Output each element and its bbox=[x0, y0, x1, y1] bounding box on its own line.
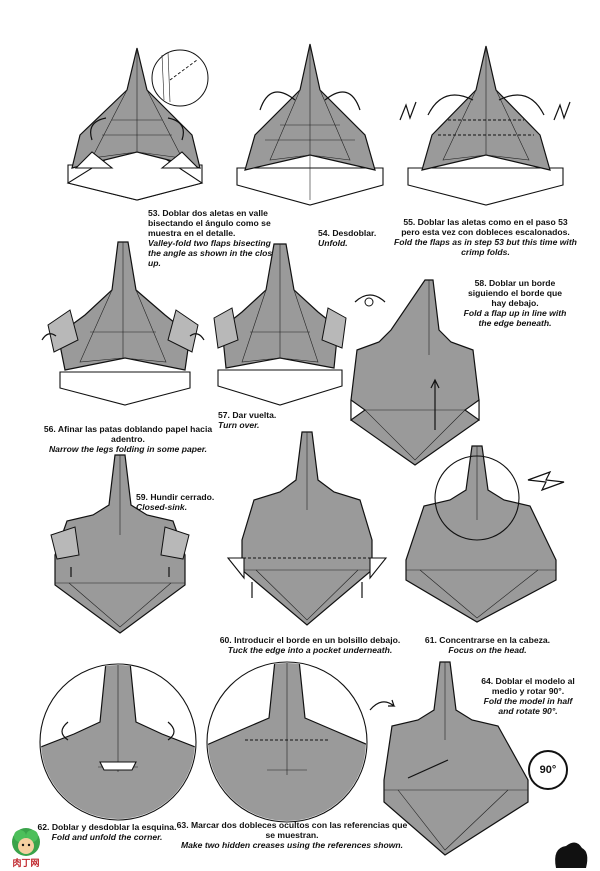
diagram-step-58 bbox=[350, 279, 480, 466]
caption-step-58: 58. Doblar un borde siguiendo el borde q… bbox=[463, 278, 567, 328]
diagram-step-60 bbox=[226, 431, 388, 626]
rotation-badge: 90° bbox=[528, 750, 568, 790]
caption-step-55: 55. Doblar las aletas como en el paso 53… bbox=[394, 217, 577, 257]
diagram-step-54 bbox=[236, 43, 384, 206]
caption-step-56: 56. Afinar las patas doblando papel haci… bbox=[43, 424, 213, 454]
caption-step-63: 63. Marcar dos dobleces ocultos con las … bbox=[176, 820, 408, 850]
diagram-step-53 bbox=[66, 47, 209, 201]
corner-blot bbox=[555, 842, 588, 868]
caption-step-61: 61. Concentrarse en la cabeza. Focus on … bbox=[424, 635, 551, 655]
diagram-step-57 bbox=[213, 243, 347, 406]
diagram-step-55 bbox=[399, 45, 571, 206]
caption-step-53: 53. Doblar dos aletas en valle bisectand… bbox=[148, 208, 277, 268]
diagram-step-62 bbox=[39, 663, 197, 821]
diagram-step-64 bbox=[369, 661, 529, 856]
caption-step-54: 54. Desdoblar. Unfold. bbox=[318, 228, 377, 248]
caption-step-60: 60. Introducir el borde en un bolsillo d… bbox=[219, 635, 401, 655]
diagram-step-63 bbox=[206, 661, 368, 823]
rotation-badge-label: 90° bbox=[539, 764, 557, 776]
caption-step-64: 64. Doblar el modelo al medio y rotar 90… bbox=[481, 676, 575, 716]
diagram-step-59 bbox=[50, 454, 190, 634]
site-logo-text: 肉丁网 bbox=[12, 858, 40, 868]
caption-step-57: 57. Dar vuelta. Turn over. bbox=[218, 410, 277, 430]
caption-step-62: 62. Doblar y desdoblar la esquina. Fold … bbox=[37, 822, 177, 842]
diagram-step-56 bbox=[41, 241, 205, 406]
caption-step-59: 59. Hundir cerrado. Closed-sink. bbox=[136, 492, 215, 512]
site-logo bbox=[12, 828, 40, 856]
diagram-step-61 bbox=[405, 445, 565, 623]
